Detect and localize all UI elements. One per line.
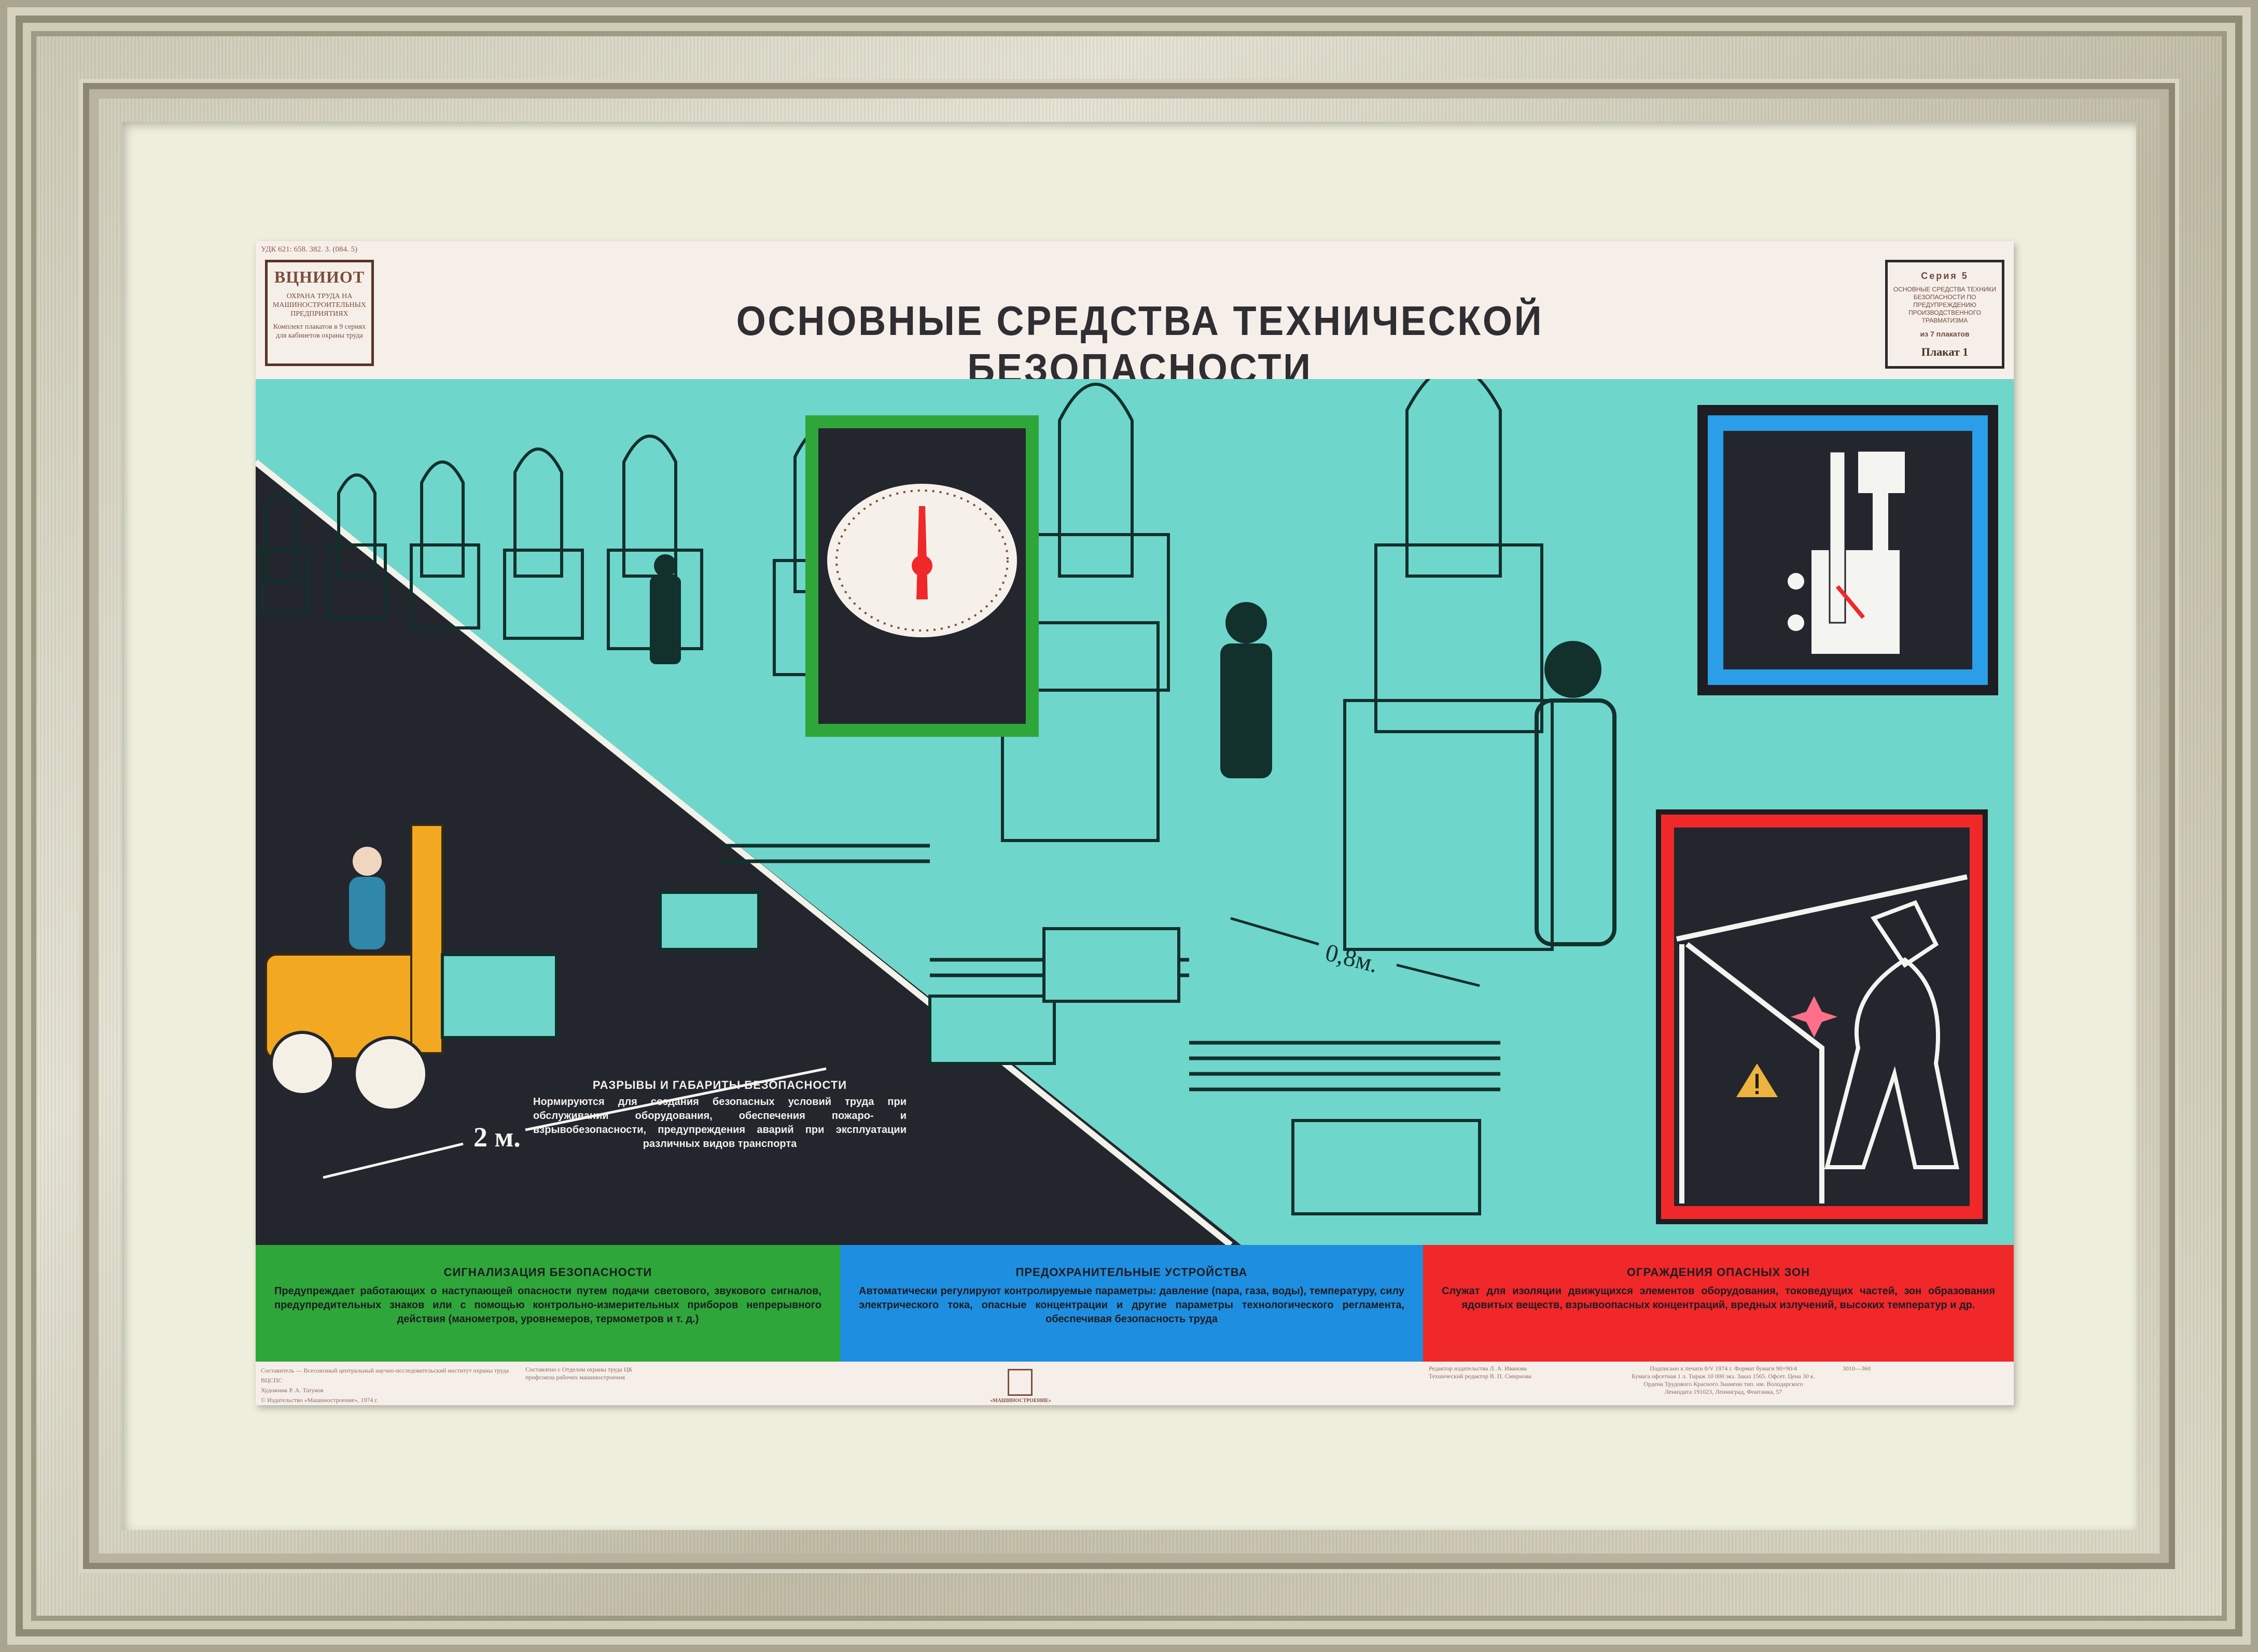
factory-scene: 2 м. 0,8м. <box>256 379 2014 1245</box>
poster-number: Плакат 1 <box>1921 345 1969 358</box>
band-heading: ОГРАЖДЕНИЯ ОПАСНЫХ ЗОН <box>1627 1266 1810 1279</box>
pressure-gauge-icon <box>805 415 1039 737</box>
band-safety-signaling: СИГНАЛИЗАЦИЯ БЕЗОПАСНОСТИ Предупреждает … <box>256 1245 840 1362</box>
footer-credits: Составитель — Всесоюзный центральный нау… <box>261 1366 520 1405</box>
footer-print-info: Подписано к печати 8/V 1974 г. Формат бу… <box>1614 1365 1832 1396</box>
machine-row-icon <box>259 379 1554 951</box>
band-heading: СИГНАЛИЗАЦИЯ БЕЗОПАСНОСТИ <box>443 1266 652 1279</box>
distance-2m-label: 2 м. <box>473 1122 521 1153</box>
safety-valve-diagram-icon <box>1697 405 1998 695</box>
band-body: Автоматически регулируют контролируемые … <box>859 1285 1404 1325</box>
publisher-logo-icon <box>1008 1369 1033 1396</box>
distance-2m-dimension <box>323 1067 827 1179</box>
worker-figure-icon <box>650 554 1616 946</box>
publisher-name: «МАШИНОСТРОЕНИЕ» <box>990 1398 1051 1404</box>
footer-editors: Редактор издательства Л. А. Иванова Техн… <box>1429 1365 1600 1380</box>
parts-crate-icon <box>659 891 1481 1215</box>
series-label: Серия 5 <box>1921 271 1969 281</box>
org-note: Комплект плакатов в 9 сериях для кабинет… <box>273 323 366 340</box>
series-count: из 7 плакатов <box>1920 330 1970 338</box>
print-info-line: Лениздата 191023, Ленинград, Фонтанка, 5… <box>1664 1388 1782 1395</box>
factory-illustration: 2 м. 0,8м. <box>256 379 1998 1245</box>
org-name: ВЦНИИОТ <box>274 268 365 286</box>
footer-artist: Художник Р. А. Татуков <box>261 1387 324 1394</box>
print-info-line: Ордена Трудового Красного Знамени тип. и… <box>1643 1380 1803 1388</box>
road-caption-heading: РАЗРЫВЫ И ГАБАРИТЫ БЕЗОПАСНОСТИ <box>592 1079 847 1091</box>
welder-guard-icon <box>1656 809 1988 1224</box>
forklift-icon <box>265 824 558 1112</box>
band-protective-devices: ПРЕДОХРАНИТЕЛЬНЫЕ УСТРОЙСТВА Автоматичес… <box>840 1245 1423 1362</box>
band-body: Предупреждает работающих о наступающей о… <box>274 1285 821 1325</box>
publisher-org-box: ВЦНИИОТ ОХРАНА ТРУДА НА МАШИНОСТРОИТЕЛЬН… <box>265 260 374 366</box>
road-caption-block: РАЗРЫВЫ И ГАБАРИТЫ БЕЗОПАСНОСТИ Нормирую… <box>533 1079 907 1151</box>
road-caption-body: Нормируются для создания безопасных усло… <box>533 1096 907 1150</box>
band-body: Служат для изоляции движущихся элементов… <box>1442 1285 1995 1311</box>
footer-editor: Редактор издательства Л. А. Иванова <box>1429 1365 1527 1372</box>
footer-compiler: Составитель — Всесоюзный центральный нау… <box>261 1367 509 1384</box>
org-subtitle: ОХРАНА ТРУДА НА МАШИНОСТРОИТЕЛЬНЫХ ПРЕДП… <box>272 292 367 318</box>
print-info-line: Бумага офсетная 1 л. Тираж 10 000 экз. З… <box>1632 1373 1815 1380</box>
poster-title: ОСНОВНЫЕ СРЕДСТВА ТЕХНИЧЕСКОЙ БЕЗОПАСНОС… <box>736 298 1544 391</box>
warning-triangle-icon <box>1736 1063 1778 1097</box>
poster: УДК 621: 658. 382. 3. (084. 5) ВЦНИИОТ О… <box>256 241 2014 1405</box>
band-hazard-zone-guards: ОГРАЖДЕНИЯ ОПАСНЫХ ЗОН Служат для изоляц… <box>1423 1245 2014 1362</box>
footer-code: 3010—360 <box>1843 1365 1871 1372</box>
distance-08m-dimension <box>1230 917 1480 987</box>
series-description: Основные средства техники безопасности п… <box>1893 286 1997 324</box>
footer-tech-editor: Технический редактор В. П. Смирнова <box>1429 1373 1531 1380</box>
series-box: Серия 5 Основные средства техники безопа… <box>1885 260 2004 369</box>
distance-08m-label: 0,8м. <box>1322 939 1381 978</box>
footer-copyright: © Издательство «Машиностроение», 1974 г. <box>261 1396 378 1404</box>
udk-code: УДК 621: 658. 382. 3. (084. 5) <box>261 245 357 254</box>
print-info-line: Подписано к печати 8/V 1974 г. Формат бу… <box>1650 1365 1797 1372</box>
footer-approval: Составлено с Отделом охраны труда ЦК про… <box>525 1366 633 1381</box>
band-heading: ПРЕДОХРАНИТЕЛЬНЫЕ УСТРОЙСТВА <box>1015 1266 1248 1279</box>
poster-footer: Составитель — Всесоюзный центральный нау… <box>256 1362 2014 1405</box>
